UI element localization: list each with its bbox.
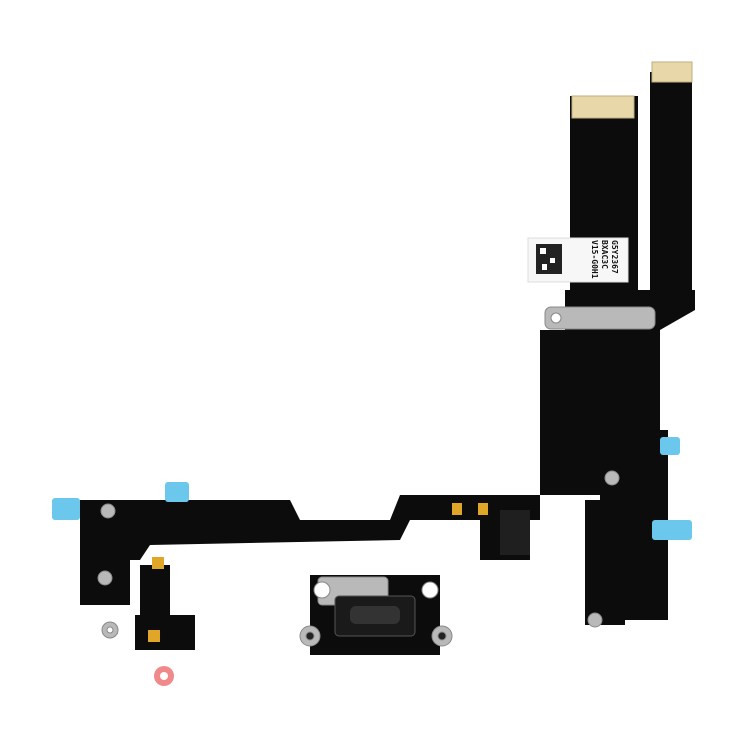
blue-tabs [52, 437, 692, 540]
barcode-label: G5Y2367 BXAC3C V15-G0H1 [527, 237, 629, 283]
usb-port [334, 595, 416, 637]
contact-pads [148, 503, 488, 642]
label-line-3: V15-G0H1 [590, 240, 599, 279]
mic-component [500, 510, 530, 555]
label-line-2: BXAC3C [600, 240, 609, 269]
gold-connectors [571, 61, 693, 119]
label-line-1: G5Y2367 [610, 240, 619, 274]
flex-cable [80, 72, 695, 655]
